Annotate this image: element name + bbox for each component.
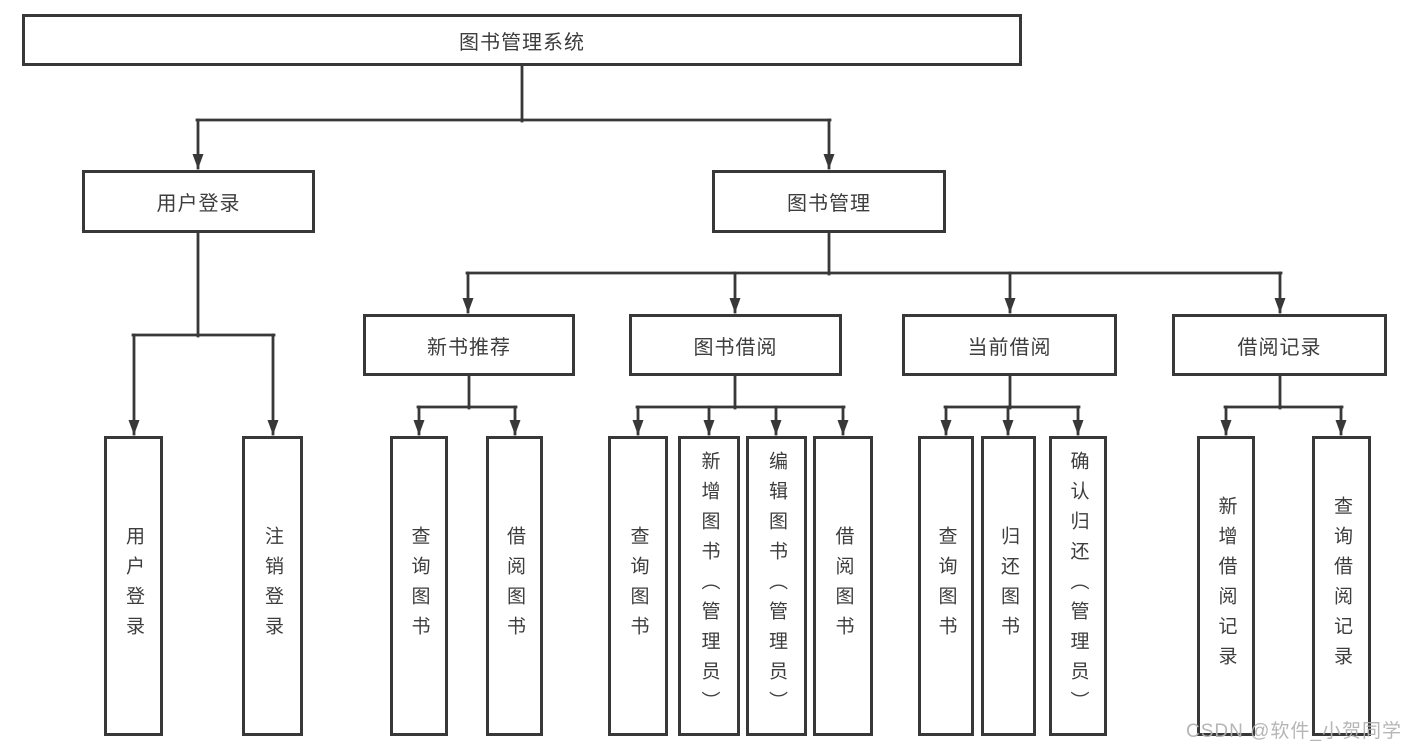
leaf-logout: 注销登录: [242, 436, 303, 736]
leaf-current-query-book-label: 查询图书: [935, 526, 957, 646]
leaf-record-add-label: 新增借阅记录: [1215, 496, 1237, 676]
leaf-user-login: 用户登录: [104, 436, 163, 736]
leaf-borrow-add-book-admin-label: 新增图书（管理员）: [698, 451, 720, 721]
leaf-record-query-label: 查询借阅记录: [1331, 496, 1352, 676]
node-current-borrow: 当前借阅: [902, 314, 1117, 376]
node-user-login-label: 用户登录: [156, 193, 241, 215]
node-new-book-recommend-label: 新书推荐: [427, 336, 511, 359]
node-current-borrow-label: 当前借阅: [967, 336, 1052, 359]
leaf-record-query: 查询借阅记录: [1312, 436, 1371, 736]
node-user-login: 用户登录: [82, 170, 315, 233]
node-book-borrow-label: 图书借阅: [693, 336, 778, 359]
leaf-borrow-query-book-label: 查询图书: [627, 526, 649, 646]
leaf-borrow-edit-book-admin: 编辑图书（管理员）: [746, 436, 807, 736]
leaf-current-confirm-return-admin: 确认归还（管理员）: [1049, 436, 1107, 736]
leaf-recommend-borrow-book: 借阅图书: [486, 436, 543, 736]
leaf-current-query-book: 查询图书: [918, 436, 974, 736]
leaf-logout-label: 注销登录: [262, 526, 283, 646]
node-root-label: 图书管理系统: [459, 31, 585, 54]
leaf-borrow-query-book: 查询图书: [608, 436, 668, 736]
leaf-current-return-book-label: 归还图书: [998, 526, 1019, 646]
leaf-current-return-book: 归还图书: [981, 436, 1036, 736]
node-book-management: 图书管理: [712, 170, 946, 233]
leaf-borrow-borrow-book-label: 借阅图书: [832, 526, 854, 646]
node-borrow-record: 借阅记录: [1172, 314, 1387, 376]
leaf-current-confirm-return-admin-label: 确认归还（管理员）: [1067, 451, 1089, 721]
csdn-watermark: CSDN @软件_小贺同学: [1186, 721, 1402, 742]
node-borrow-record-label: 借阅记录: [1237, 336, 1322, 359]
leaf-borrow-edit-book-admin-label: 编辑图书（管理员）: [766, 451, 787, 721]
leaf-borrow-add-book-admin: 新增图书（管理员）: [678, 436, 740, 736]
leaf-recommend-query-book: 查询图书: [390, 436, 448, 736]
node-book-management-label: 图书管理: [787, 193, 871, 215]
leaf-recommend-query-book-label: 查询图书: [408, 526, 430, 646]
leaf-user-login-label: 用户登录: [123, 526, 144, 646]
node-book-borrow: 图书借阅: [629, 314, 842, 376]
leaf-borrow-borrow-book: 借阅图书: [813, 436, 873, 736]
node-new-book-recommend: 新书推荐: [363, 314, 575, 376]
leaf-recommend-borrow-book-label: 借阅图书: [504, 526, 525, 646]
node-root: 图书管理系统: [22, 14, 1022, 66]
leaf-record-add: 新增借阅记录: [1197, 436, 1255, 736]
